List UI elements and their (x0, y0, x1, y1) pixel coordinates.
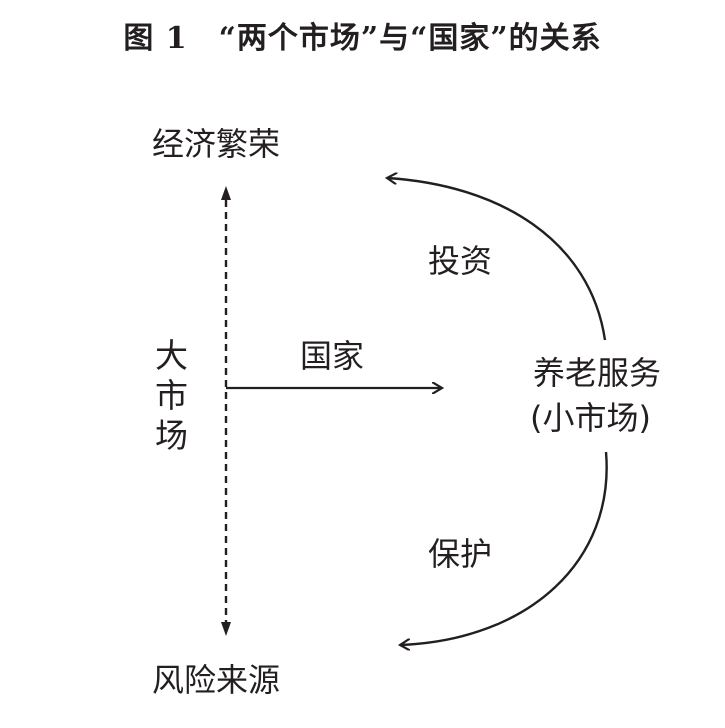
figure-title: 图 1 “两个市场”与“国家”的关系 (123, 21, 602, 56)
label-state: 国家 (300, 337, 365, 375)
label-elderly-service: 养老服务 (533, 354, 662, 392)
label-small-market: (小市场) (530, 399, 651, 437)
label-investment: 投资 (428, 242, 493, 280)
label-economic-prosperity: 经济繁荣 (152, 125, 281, 163)
investment-arc (387, 178, 607, 341)
label-risk-source: 风险来源 (152, 661, 281, 699)
label-big-market: 大市场 (155, 336, 188, 455)
protection-arc (400, 451, 608, 645)
arrowhead-down-icon (221, 622, 231, 636)
label-protection: 保护 (428, 535, 493, 573)
big-market-axis (221, 186, 231, 636)
arrowhead-up-icon (221, 186, 231, 200)
